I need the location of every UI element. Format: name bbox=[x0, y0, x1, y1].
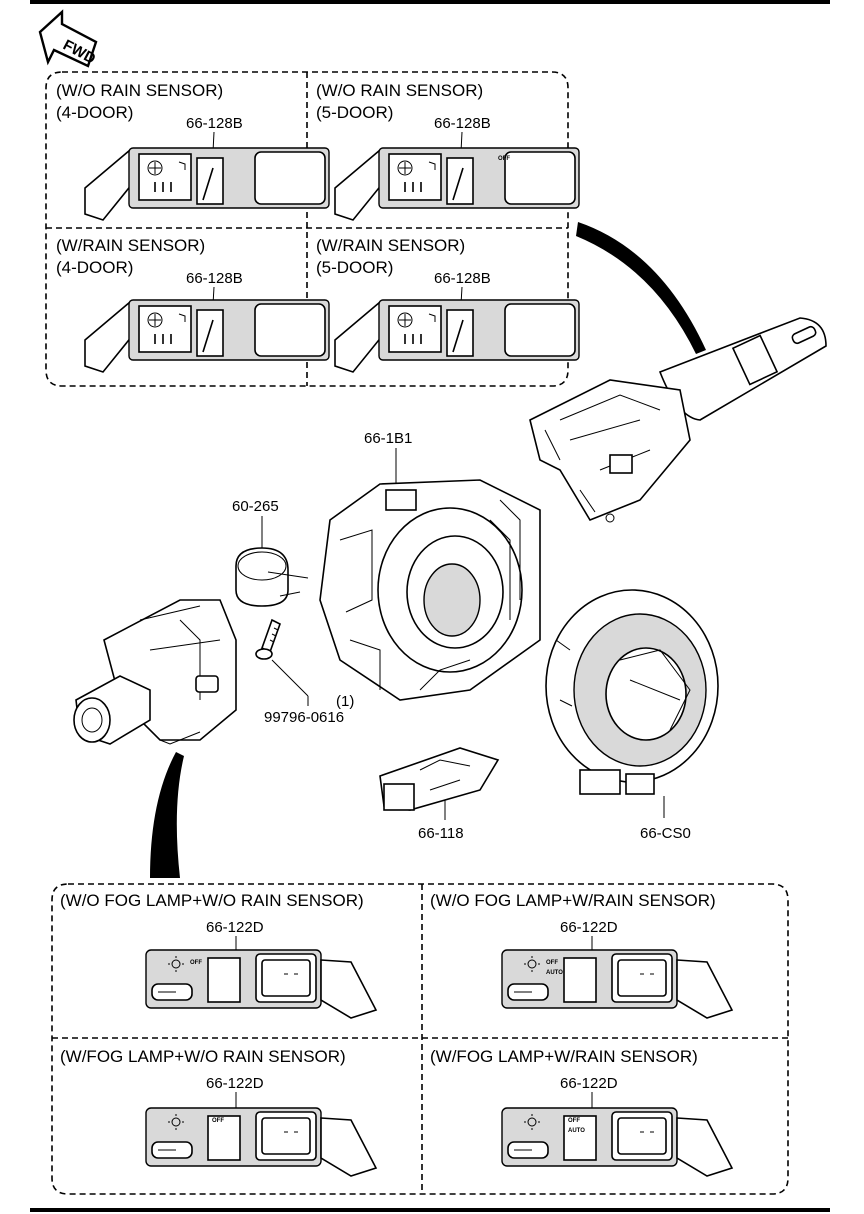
upper-panel-4: (W/RAIN SENSOR) (5-DOOR) 66-128B bbox=[316, 236, 580, 373]
switch-marking-off: OFF bbox=[498, 156, 510, 162]
headlight-lever-illustration bbox=[145, 1107, 377, 1177]
upper-panel-3-part-number: 66-128B bbox=[186, 270, 243, 287]
wiper-lever-illustration bbox=[84, 147, 330, 221]
lower-group-frame bbox=[51, 883, 789, 1195]
upper-panel-2: (W/O RAIN SENSOR) (5-DOOR) 66-128B OFF bbox=[316, 81, 580, 221]
lower-panel-4-part-number: 66-122D bbox=[560, 1075, 618, 1092]
upper-panel-2-part-number: 66-128B bbox=[434, 115, 491, 132]
upper-panel-4-caption-2: (5-DOOR) bbox=[316, 258, 393, 277]
screw-part-number: 99796-0616 bbox=[264, 709, 344, 726]
forward-arrow-icon: FWD bbox=[38, 9, 98, 68]
lower-panel-1: (W/O FOG LAMP+W/O RAIN SENSOR) 66-122D O… bbox=[60, 891, 377, 1019]
lower-panel-3: (W/FOG LAMP+W/O RAIN SENSOR) 66-122D OFF bbox=[60, 1047, 377, 1177]
switch-marking-off: OFF bbox=[212, 1118, 224, 1124]
upper-panel-2-caption-1: (W/O RAIN SENSOR) bbox=[316, 81, 483, 100]
upper-panel-3-caption-2: (4-DOOR) bbox=[56, 258, 133, 277]
switch-marking-off: OFF bbox=[568, 1118, 580, 1124]
lower-variant-group: (W/O FOG LAMP+W/O RAIN SENSOR) 66-122D O… bbox=[51, 883, 789, 1195]
upper-panel-1: (W/O RAIN SENSOR) (4-DOOR) 66-128B bbox=[56, 81, 330, 221]
lower-panel-1-part-number: 66-122D bbox=[206, 919, 264, 936]
headlight-lever-illustration bbox=[501, 1107, 733, 1177]
upper-panel-2-caption-2: (5-DOOR) bbox=[316, 103, 393, 122]
wiper-lever-illustration bbox=[84, 299, 330, 373]
headlight-lever-illustration bbox=[145, 949, 377, 1019]
lower-panel-4-caption: (W/FOG LAMP+W/RAIN SENSOR) bbox=[430, 1047, 698, 1066]
combination-switch-body: 66-1B1 bbox=[319, 430, 541, 701]
headlight-switch-assembly bbox=[73, 599, 237, 745]
switch-marking-off: OFF bbox=[190, 960, 202, 966]
lower-panel-2-part-number: 66-122D bbox=[560, 919, 618, 936]
lower-panel-4: (W/FOG LAMP+W/RAIN SENSOR) 66-122D OFF A… bbox=[430, 1047, 733, 1177]
upper-leader-wedge bbox=[576, 222, 706, 354]
lower-panel-2: (W/O FOG LAMP+W/RAIN SENSOR) 66-122D OFF… bbox=[430, 891, 733, 1019]
lower-panel-1-caption: (W/O FOG LAMP+W/O RAIN SENSOR) bbox=[60, 891, 364, 910]
lower-panel-2-caption: (W/O FOG LAMP+W/RAIN SENSOR) bbox=[430, 891, 716, 910]
switch-marking-auto: AUTO bbox=[568, 1128, 585, 1134]
lower-panel-3-caption: (W/FOG LAMP+W/O RAIN SENSOR) bbox=[60, 1047, 346, 1066]
switch-marking-auto: AUTO bbox=[546, 970, 563, 976]
clock-spring-part: 66-CS0 bbox=[545, 589, 719, 842]
upper-panel-4-caption-1: (W/RAIN SENSOR) bbox=[316, 236, 465, 255]
upper-panel-1-caption-2: (4-DOOR) bbox=[56, 103, 133, 122]
wiper-switch-assembly bbox=[529, 317, 827, 523]
cover-part-number: 60-265 bbox=[232, 498, 279, 515]
wiper-lever-illustration bbox=[334, 299, 580, 373]
wiper-lever-illustration bbox=[334, 147, 580, 221]
headlight-lever-illustration bbox=[501, 949, 733, 1019]
connector-part-number: 66-118 bbox=[418, 825, 464, 842]
upper-panel-1-part-number: 66-128B bbox=[186, 115, 243, 132]
upper-variant-group: (W/O RAIN SENSOR) (4-DOOR) 66-128B (W/O … bbox=[45, 71, 580, 387]
upper-panel-3: (W/RAIN SENSOR) (4-DOOR) 66-128B bbox=[56, 236, 330, 373]
lower-panel-3-part-number: 66-122D bbox=[206, 1075, 264, 1092]
upper-group-frame bbox=[45, 71, 569, 387]
screw-part: (1) 99796-0616 bbox=[255, 618, 354, 726]
top-border bbox=[30, 0, 830, 4]
upper-panel-3-caption-1: (W/RAIN SENSOR) bbox=[56, 236, 205, 255]
upper-panel-4-part-number: 66-128B bbox=[434, 270, 491, 287]
clock-spring-part-number: 66-CS0 bbox=[640, 825, 691, 842]
body-part-number: 66-1B1 bbox=[364, 430, 412, 447]
lower-leader-wedge bbox=[150, 752, 184, 878]
upper-panel-1-caption-1: (W/O RAIN SENSOR) bbox=[56, 81, 223, 100]
bottom-border bbox=[30, 1208, 830, 1212]
cover-part: 60-265 bbox=[232, 498, 309, 607]
connector-part: 66-118 bbox=[379, 747, 500, 842]
screw-quantity: (1) bbox=[336, 693, 354, 710]
switch-marking-off: OFF bbox=[546, 960, 558, 966]
